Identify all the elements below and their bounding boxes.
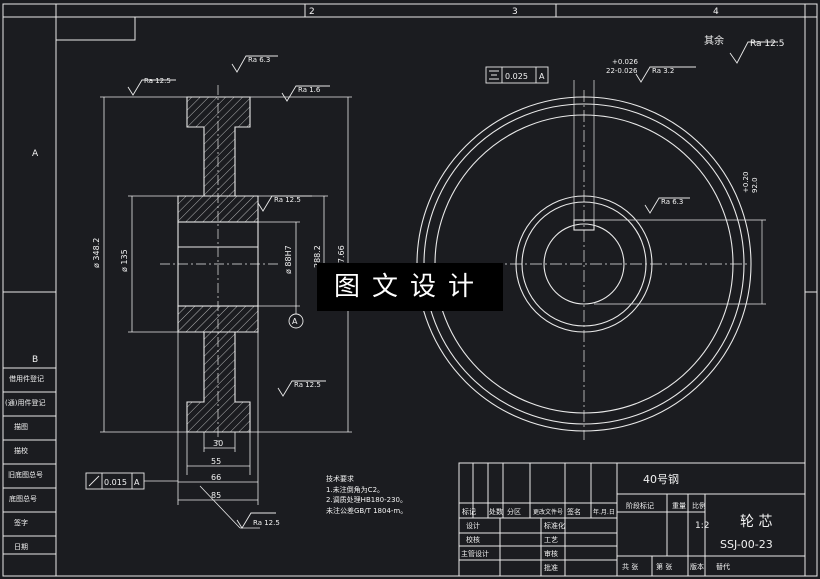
drawing-frame bbox=[2, 3, 818, 577]
runout-frame: 0.015 A bbox=[85, 472, 178, 490]
material: 40号钢 bbox=[643, 473, 679, 486]
left-strip-label: 签字 bbox=[14, 518, 28, 527]
mid-label: 工艺 bbox=[544, 536, 558, 544]
roughness-label: Ra 12.5 bbox=[294, 381, 321, 389]
technical-notes: 技术要求 1.未注倒角为C2。 2.调质处理HB180-230。 未注公差GB/… bbox=[326, 474, 407, 515]
section-dimensions bbox=[100, 96, 352, 529]
symmetry-value: 0.025 bbox=[505, 72, 528, 81]
notes-line: 未注公差GB/T 1804-m。 bbox=[326, 506, 407, 515]
row-label: 设计 bbox=[466, 521, 480, 530]
hatch-rim-top bbox=[186, 96, 251, 197]
key-height-tol: +0.20 bbox=[742, 172, 750, 193]
roughness-symbols bbox=[127, 41, 778, 529]
key-height: 92.0 bbox=[751, 177, 759, 193]
front-dimensions: +0.026 22-0.026 +0.20 92.0 bbox=[606, 58, 759, 193]
roughness-labels: Ra 12.5 Ra 6.3 Ra 1.6 Ra 12.5 Ra 12.5 Ra… bbox=[144, 34, 784, 527]
scale: 1:2 bbox=[695, 521, 709, 531]
zone-label-top-3: 3 bbox=[512, 7, 518, 17]
mid-label: 批准 bbox=[544, 563, 558, 572]
roughness-label: Ra 3.2 bbox=[652, 67, 674, 75]
bottom-label: 第 张 bbox=[656, 562, 672, 571]
notes-line: 2.调质处理HB180-230。 bbox=[326, 495, 407, 504]
left-strip-label: 日期 bbox=[14, 543, 28, 551]
dim-w66: 66 bbox=[211, 473, 221, 482]
bottom-label: 替代 bbox=[716, 562, 730, 571]
roughness-label: Ra 12.5 bbox=[253, 519, 280, 527]
datum-marker: A bbox=[288, 306, 304, 329]
general-roughness-prefix: 其余 bbox=[704, 34, 724, 47]
mid-label: 标准化 bbox=[544, 521, 565, 530]
left-strip-label: (通)用件登记 bbox=[5, 398, 45, 407]
dim-keyway-depth: 288.2 bbox=[313, 245, 322, 268]
stage-label: 比例 bbox=[692, 501, 706, 510]
roughness-label: Ra 6.3 bbox=[248, 56, 270, 64]
symmetry-datum: A bbox=[539, 72, 545, 81]
mid-label: 审核 bbox=[544, 549, 558, 558]
left-strip-label: 借用件登记 bbox=[9, 374, 44, 383]
header-cell: 分区 bbox=[507, 507, 521, 516]
bottom-label: 版本 bbox=[690, 562, 704, 571]
datum-letter: A bbox=[292, 317, 298, 326]
row-label: 校核 bbox=[466, 535, 480, 544]
hatch-rim-bottom bbox=[186, 331, 251, 433]
left-strip-labels: 借用件登记 (通)用件登记 描图 描校 旧底图总号 底图总号 签字 日期 bbox=[5, 374, 45, 551]
left-strip-table bbox=[2, 367, 57, 555]
header-cell: 签名 bbox=[567, 507, 581, 516]
runout-value: 0.015 bbox=[104, 478, 127, 487]
keyway-width: 22-0.026 bbox=[606, 67, 638, 75]
left-strip-label: 旧底图总号 bbox=[8, 470, 43, 479]
drawing-number: SSJ-00-23 bbox=[720, 538, 773, 551]
roughness-label: Ra 6.3 bbox=[661, 198, 683, 206]
roughness-label: Ra 12.5 bbox=[144, 77, 171, 85]
left-strip-label: 描图 bbox=[14, 422, 28, 431]
dim-w85: 85 bbox=[211, 491, 221, 500]
dim-w30: 30 bbox=[213, 439, 223, 448]
header-cell: 标记 bbox=[462, 507, 476, 516]
roughness-label: Ra 12.5 bbox=[274, 196, 301, 204]
part-name: 轮 芯 bbox=[740, 514, 772, 530]
dim-hub-dia: ø 135 bbox=[120, 249, 129, 272]
header-cell: 年.月.日 bbox=[593, 508, 615, 516]
dim-outer-dia: ø 348.2 bbox=[92, 238, 101, 268]
section-view bbox=[160, 85, 280, 445]
left-strip-label: 底图总号 bbox=[9, 494, 37, 503]
bottom-label: 共 张 bbox=[622, 562, 638, 571]
title-block bbox=[458, 462, 806, 577]
dim-w55: 55 bbox=[211, 457, 221, 466]
keyway-width-tol: +0.026 bbox=[612, 58, 638, 66]
zone-label-top-2: 2 bbox=[309, 7, 315, 17]
header-cell: 更改文件号 bbox=[533, 508, 563, 516]
watermark: 图文设计 bbox=[317, 263, 503, 311]
general-roughness: Ra 12.5 bbox=[750, 39, 784, 49]
zone-labels: 2 3 4 A B bbox=[32, 7, 719, 365]
stage-label: 阶段标记 bbox=[626, 501, 654, 510]
left-strip-label: 描校 bbox=[14, 446, 28, 455]
front-view bbox=[410, 80, 766, 440]
zone-label-left-b: B bbox=[32, 355, 38, 365]
dim-bore-dia: ø 88H7 bbox=[284, 245, 293, 274]
notes-line: 1.未注倒角为C2。 bbox=[326, 485, 384, 494]
row-label: 主管设计 bbox=[461, 549, 489, 558]
notes-title: 技术要求 bbox=[326, 474, 354, 483]
header-cell: 处数 bbox=[489, 507, 503, 516]
roughness-label: Ra 1.6 bbox=[298, 86, 321, 94]
symmetry-frame: 0.025 A bbox=[485, 66, 549, 84]
title-block-text: 40号钢 轮 芯 SSJ-00-23 1:2 标记 处数 分区 更改文件号 签名… bbox=[461, 473, 773, 572]
stage-label: 重量 bbox=[672, 502, 686, 510]
zone-label-left-a: A bbox=[32, 149, 39, 159]
zone-label-top-4: 4 bbox=[713, 7, 719, 17]
runout-datum: A bbox=[134, 478, 140, 487]
